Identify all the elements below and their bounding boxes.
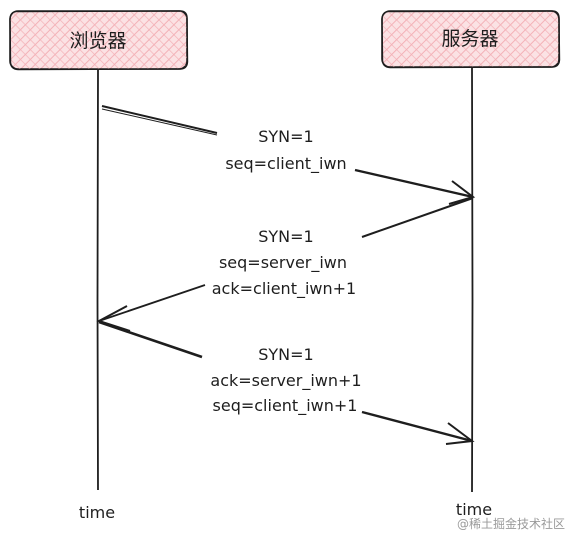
- message-ack: SYN=1 ack=server_iwn+1 seq=client_iwn+1: [98, 320, 475, 445]
- message-syn-ack-line-1: SYN=1: [258, 227, 313, 246]
- message-ack-line-3: seq=client_iwn+1: [213, 396, 358, 416]
- message-syn-line-1: SYN=1: [258, 127, 313, 146]
- server-time-label: time: [456, 500, 492, 519]
- message-syn-arrow-end: [354, 168, 474, 199]
- browser-participant: 浏览器: [9, 10, 189, 71]
- message-ack-line-2: ack=server_iwn+1: [210, 371, 361, 391]
- message-ack-arrowhead: [445, 422, 475, 445]
- message-syn: SYN=1 seq=client_iwn: [101, 105, 476, 205]
- message-syn-arrow-start-double: [101, 108, 218, 136]
- browser-label: 浏览器: [69, 30, 126, 52]
- server-box-crosshatch: [382, 11, 559, 67]
- message-syn-ack-line-3: ack=client_iwn+1: [212, 279, 356, 299]
- message-ack-arrow-end: [361, 410, 473, 443]
- message-syn-arrowhead: [448, 180, 476, 205]
- browser-lifeline: [96, 69, 99, 491]
- message-syn-ack-line-2: seq=server_iwn: [219, 253, 347, 273]
- message-syn-ack-arrow-start: [361, 197, 474, 238]
- message-syn-line-2: seq=client_iwn: [225, 154, 346, 174]
- message-syn-ack-arrow-end: [98, 284, 206, 322]
- message-ack-line-1: SYN=1: [258, 345, 313, 364]
- server-label: 服务器: [441, 28, 498, 50]
- server-box-outline: [381, 10, 561, 69]
- message-syn-ack: SYN=1 seq=server_iwn ack=client_iwn+1: [96, 197, 474, 332]
- browser-time-label: time: [79, 503, 115, 522]
- browser-box-outline: [9, 10, 189, 71]
- watermark-text: @稀土掘金技术社区: [457, 516, 565, 531]
- server-lifeline: [471, 67, 474, 493]
- browser-box-crosshatch: [10, 11, 187, 69]
- message-ack-arrow-start: [98, 320, 203, 359]
- message-syn-arrow-start: [101, 105, 218, 134]
- server-participant: 服务器: [381, 10, 561, 69]
